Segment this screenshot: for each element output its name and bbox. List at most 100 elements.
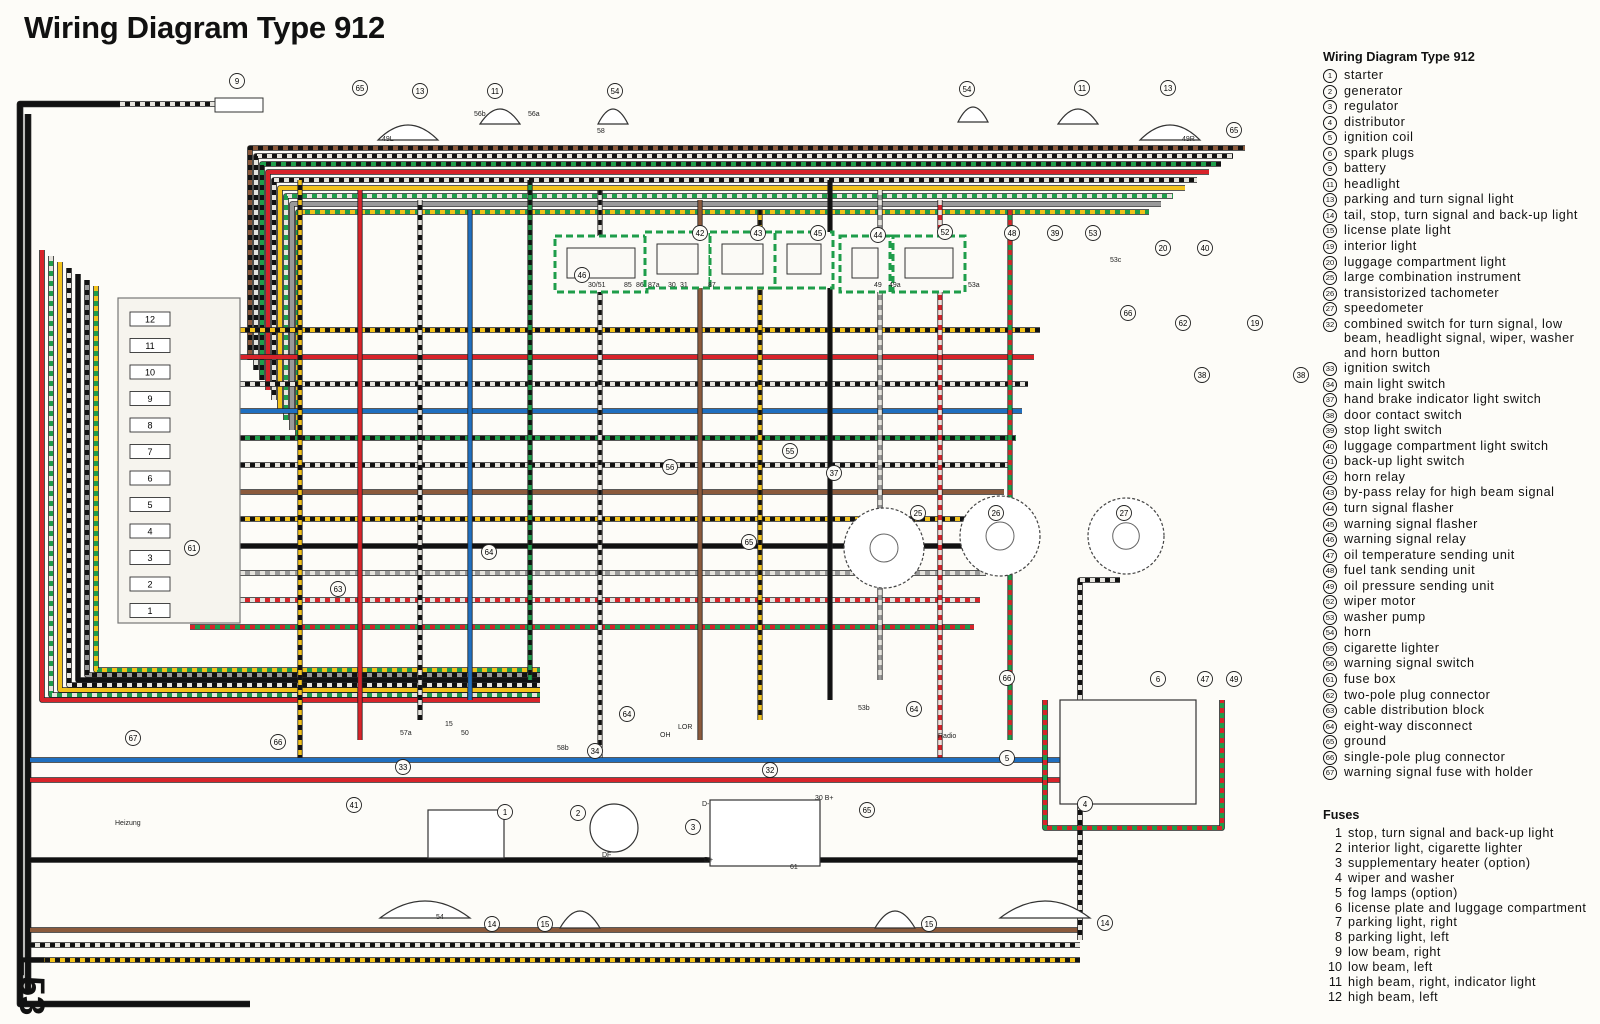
relay-box — [891, 234, 967, 294]
legend-label: warning signal switch — [1344, 656, 1475, 671]
legend-number: 44 — [1323, 502, 1337, 516]
fuse — [129, 603, 171, 618]
fuse — [129, 497, 171, 512]
component-callout-number: 37 — [830, 469, 839, 478]
component-callout — [662, 459, 678, 475]
terminal-annotation: 56a — [528, 111, 540, 118]
fuse-number: 2 — [1334, 840, 1342, 855]
relay-box — [643, 230, 712, 290]
fuse-label: 1 — [147, 606, 152, 616]
legend-item: 49 oil pressure sending unit — [1323, 579, 1600, 594]
front-light — [1138, 124, 1202, 141]
legend-label: license plate light — [1344, 223, 1452, 238]
legend-label: luggage compartment light switch — [1344, 438, 1549, 453]
component-callout-number: 63 — [334, 585, 343, 594]
diagram-title: Wiring Diagram Type 912 — [24, 10, 385, 45]
component-callout-number: 3 — [691, 823, 695, 832]
component-callout — [125, 730, 141, 746]
legend-label: eight-way disconnect — [1344, 718, 1473, 733]
component-callout — [859, 802, 875, 818]
legend-number: 66 — [1323, 750, 1337, 765]
fuse-label: high beam, right, indicator light — [1348, 975, 1537, 990]
fuse — [129, 338, 171, 353]
legend-number: 42 — [1323, 470, 1337, 485]
legend-label: regulator — [1344, 99, 1399, 114]
component-callout-number: 6 — [1156, 675, 1160, 684]
legend-label: cigarette lighter — [1344, 640, 1440, 655]
fuse-label: high beam, left — [1348, 989, 1439, 1004]
terminal-annotation: 87 — [708, 282, 716, 289]
component-callout-number: 34 — [591, 747, 600, 756]
fuse-number: 5 — [1334, 885, 1342, 900]
component-callout — [685, 819, 701, 835]
fuse-label: 7 — [147, 447, 152, 457]
legend-label: combined switch for turn signal, low bea… — [1344, 316, 1575, 360]
component-callout — [1085, 225, 1101, 241]
fuse-number: 10 — [1327, 960, 1342, 975]
terminal-annotation: 30/51 — [588, 282, 606, 289]
legend-label: oil pressure sending unit — [1344, 578, 1495, 593]
fuse-label: interior light, cigarette lighter — [1348, 840, 1523, 855]
component-callout-number: 65 — [863, 806, 872, 815]
legend-label: battery — [1344, 161, 1387, 176]
component-callout — [395, 759, 411, 775]
component-callout-number: 5 — [1005, 754, 1010, 763]
terminal-annotation: Radio — [938, 733, 956, 740]
legend-number: 41 — [1323, 455, 1337, 470]
component-callout — [587, 743, 603, 759]
terminal-annotation: 53b — [858, 705, 870, 712]
legend-label: interior light — [1344, 239, 1417, 254]
terminal-annotation: 58b — [557, 745, 569, 752]
fuse-label: 10 — [145, 368, 155, 378]
legend-label: large combination instrument — [1344, 270, 1522, 285]
fuse-label: wiper and washer — [1348, 870, 1455, 885]
rear-light — [378, 900, 472, 919]
legend-label: luggage compartment light — [1344, 254, 1507, 269]
component-callout-number: 11 — [491, 87, 499, 96]
gauge — [959, 495, 1041, 577]
legend-number: 49 — [1323, 579, 1337, 594]
left-harness-wire-stripe — [94, 286, 540, 672]
relay-body — [904, 247, 954, 279]
fuse-number: 4 — [1334, 870, 1342, 885]
fuse-label: 3 — [147, 553, 152, 563]
terminal-annotation: 57a — [400, 730, 412, 737]
relay-body — [721, 243, 764, 275]
legend-number: 55 — [1323, 641, 1337, 656]
terminal-annotation: DF — [602, 852, 611, 859]
gauge — [1087, 497, 1165, 575]
terminal-annotation: 30 — [668, 282, 676, 289]
legend-number: 19 — [1323, 240, 1337, 255]
component-callout-number: 32 — [766, 766, 775, 775]
component-callout-number: 46 — [578, 271, 587, 280]
gauge-center — [1112, 522, 1140, 550]
component-callout — [1155, 240, 1171, 256]
battery-cable — [17, 101, 250, 1007]
legend-label: distributor — [1344, 114, 1406, 129]
component-callout — [870, 227, 886, 243]
legend-number: 33 — [1323, 362, 1337, 377]
fuse-label: 6 — [147, 474, 152, 484]
regulator — [709, 799, 821, 867]
component-callout — [481, 544, 497, 560]
fuse-item: 4 wiper and washer — [1323, 871, 1600, 886]
component-callout-number: 47 — [1201, 675, 1210, 684]
legend-number: 67 — [1323, 766, 1337, 781]
legend-number: 34 — [1323, 377, 1337, 392]
fuse — [129, 391, 171, 406]
